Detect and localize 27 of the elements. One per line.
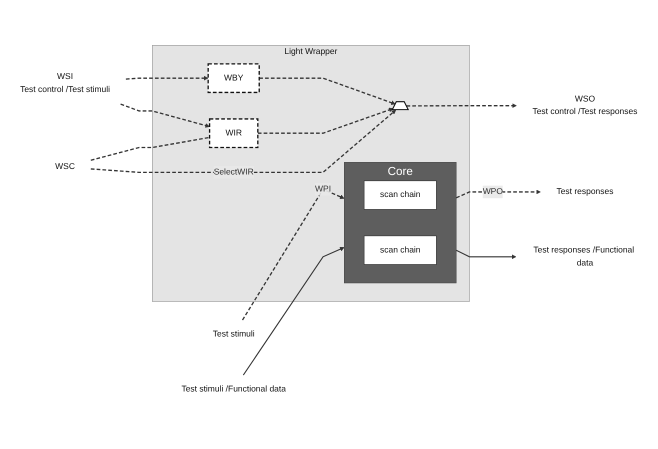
arrow [126, 76, 208, 80]
node-text: Test stimuli [212, 330, 255, 339]
node-text: WSO [574, 94, 596, 104]
node-box: WIR [208, 118, 258, 148]
node-text: Test responses /Functional data [533, 246, 634, 268]
node-text: Test responses [556, 187, 614, 196]
edge-label: WPO [482, 187, 503, 196]
arrow [456, 190, 541, 198]
node-box: scan chain [364, 236, 437, 265]
arrow [242, 246, 344, 376]
edge-label: WPI [315, 184, 332, 194]
node-label: Test control /Test stimuli [20, 85, 110, 94]
arrow [406, 103, 517, 108]
node-label: Test control /Test responses [532, 107, 638, 116]
node-box: WBY [208, 63, 260, 94]
connector [90, 136, 210, 161]
node-text: WSC [55, 162, 75, 172]
node-text: Test stimuli /Functional data [181, 384, 286, 394]
arrow [456, 250, 516, 260]
node-trapezoid [391, 101, 410, 110]
arrow [120, 103, 210, 128]
node-box: scan chain [364, 180, 437, 210]
node-text: WSI [57, 72, 74, 82]
arrow [90, 110, 396, 174]
arrow [259, 78, 396, 105]
edge-label: SelectWIR [214, 168, 254, 177]
arrow [258, 108, 394, 134]
